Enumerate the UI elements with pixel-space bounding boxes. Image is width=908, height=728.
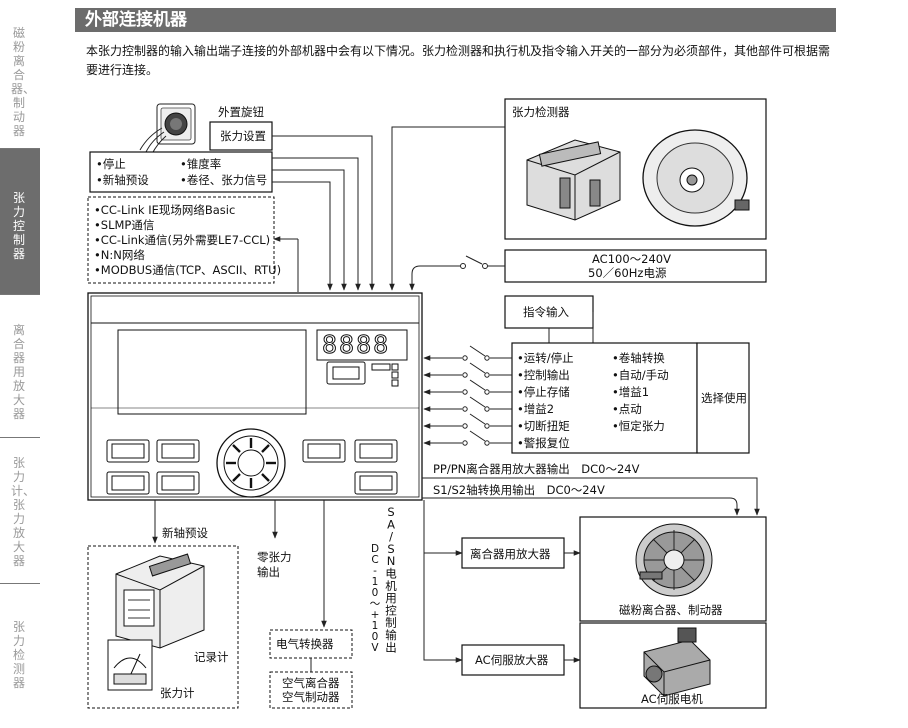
- comm-modbus: •MODBUS通信(TCP、ASCII、RTU): [94, 263, 281, 277]
- power-frequency: 50／60Hz电源: [588, 266, 667, 280]
- input-new-axis-preset: •新轴预设: [96, 173, 149, 187]
- comm-slmp: •SLMP通信: [94, 218, 154, 232]
- select-use-label: 选择使用: [701, 391, 747, 405]
- knob-label: 外置旋钮: [218, 105, 264, 119]
- clutch-brake-image: [635, 523, 713, 597]
- intro-paragraph: 本张力控制器的输入输出端子连接的外部机器中会有以下情况。张力检测器和执行机及指令…: [86, 44, 831, 77]
- analog-input-box: [89, 151, 273, 193]
- command-switch-box: [511, 342, 698, 454]
- front-buttons: [106, 439, 398, 495]
- tension-controller: 8888: [87, 292, 423, 501]
- input-stop: •停止: [96, 157, 126, 171]
- zero-tension-line1: 零张力: [257, 550, 292, 564]
- air-brake-label: 空气制动器: [282, 690, 340, 704]
- servo-amplifier-box: [461, 644, 565, 676]
- section-header: 外部连接机器: [75, 8, 836, 32]
- clutch-amplifier-box: [461, 537, 565, 569]
- side-navigation: 磁粉离合器、制动器 张力控制器 离合器用放大器 张力计、张力放大器 张力检测器: [0, 0, 40, 728]
- sidebar-item-clutch-amplifier[interactable]: 离合器用放大器: [0, 295, 40, 437]
- sidebar-item-label: 磁粉离合器、制动器: [11, 26, 36, 138]
- s1s2-output-label: S1/S2轴转换用输出 DC0～24V: [433, 483, 605, 497]
- input-taper: •锥度率: [180, 157, 221, 171]
- sidebar-item-tension-detector[interactable]: 张力检测器: [0, 584, 40, 728]
- zero-tension-line2: 输出: [257, 565, 280, 579]
- servo-amplifier-label: AC伺服放大器: [475, 653, 549, 667]
- sidebar-item-label: 张力检测器: [12, 620, 25, 690]
- dial-knob: [216, 428, 286, 498]
- detector-block-image: [526, 139, 621, 221]
- tension-detector-label: 张力检测器: [512, 105, 570, 119]
- switch-stop-memory: •停止存储: [517, 385, 570, 399]
- tension-meter-image: [107, 639, 153, 691]
- switch-gain2: •增益2: [517, 402, 554, 416]
- tension-setting-box: [209, 121, 273, 151]
- sidebar-item-clutch-brake[interactable]: 磁粉离合器、制动器: [0, 0, 40, 148]
- switch-cut-torque: •切断扭矩: [517, 419, 570, 433]
- sidebar-item-label: 张力控制器: [12, 191, 25, 261]
- input-diameter-signal: •卷径、张力信号: [180, 173, 267, 187]
- page-title: 外部连接机器: [85, 10, 187, 30]
- recorder-image: [115, 553, 205, 649]
- sidebar-item-tension-meter[interactable]: 张力计、张力放大器: [0, 438, 40, 583]
- switch-alarm-reset: •警报复位: [517, 436, 570, 450]
- switch-constant-tension: •恒定张力: [612, 419, 665, 433]
- comm-cclink-ie: •CC-Link IE现场网络Basic: [94, 203, 235, 217]
- command-input-label: 指令输入: [523, 305, 569, 319]
- tension-meter-label: 张力计: [160, 686, 195, 700]
- communication-box: [87, 196, 275, 284]
- command-input-box: [504, 295, 594, 329]
- switch-jog: •点动: [612, 402, 642, 416]
- pp-pn-output-label: PP/PN离合器用放大器输出 DC0～24V: [433, 462, 640, 476]
- servo-motor-image: [643, 627, 711, 697]
- digital-display: 8888: [322, 330, 390, 359]
- external-knob: [139, 103, 196, 155]
- power-switch: [409, 255, 505, 291]
- switch-reel-change: •卷轴转换: [612, 351, 665, 365]
- new-axis-preset-label: 新轴预设: [162, 526, 208, 540]
- ep-converter-label: 电气转换器: [276, 637, 334, 651]
- comm-nn-network: •N:N网络: [94, 248, 145, 262]
- detector-disc-image: [642, 129, 750, 227]
- clutch-amplifier-label: 离合器用放大器: [470, 547, 551, 561]
- switch-contacts: [423, 345, 512, 446]
- air-clutch-label: 空气离合器: [282, 676, 340, 690]
- switch-gain1: •增益1: [612, 385, 649, 399]
- clutch-brake-label: 磁粉离合器、制动器: [619, 603, 723, 617]
- switch-auto-manual: •自动/手动: [612, 368, 669, 382]
- sidebar-item-tension-controller[interactable]: 张力控制器: [0, 149, 40, 294]
- air-device-box: [269, 671, 353, 709]
- sidebar-item-label: 离合器用放大器: [12, 323, 25, 421]
- comm-cclink: •CC-Link通信(另外需要LE7-CCL): [94, 233, 270, 247]
- servo-motor-label: AC伺服电机: [641, 692, 703, 706]
- sidebar-item-label: 张力计、张力放大器: [11, 456, 36, 568]
- power-voltage: AC100～240V: [592, 252, 671, 266]
- switch-run-stop: •运转/停止: [517, 351, 574, 365]
- recorder-label: 记录计: [194, 650, 229, 664]
- tension-setting-label: 张力设置: [220, 129, 266, 143]
- switch-control-output: •控制输出: [517, 368, 570, 382]
- select-use-box: [696, 342, 750, 454]
